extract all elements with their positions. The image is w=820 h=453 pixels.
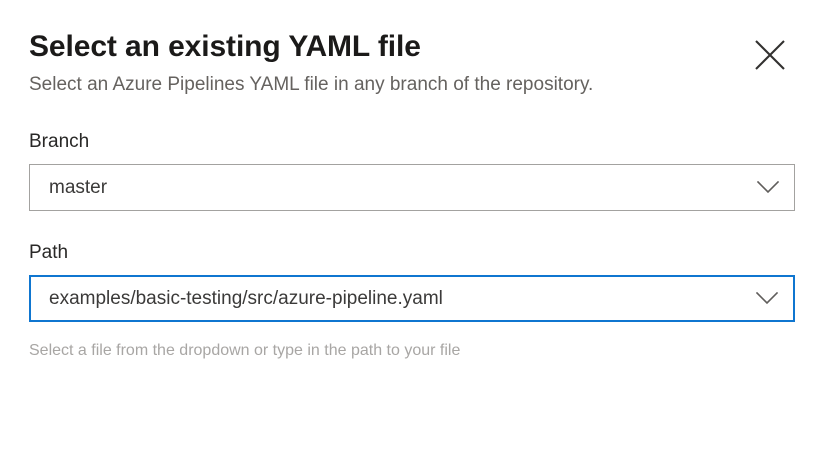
branch-input[interactable]: [30, 174, 742, 201]
page-title: Select an existing YAML file: [29, 30, 421, 63]
path-field-block: Path Select a file from the dropdown or …: [29, 240, 795, 362]
branch-chevron-button[interactable]: [742, 165, 794, 210]
chevron-down-icon: [756, 292, 778, 305]
path-chevron-button[interactable]: [741, 277, 793, 320]
chevron-down-icon: [757, 181, 779, 194]
panel-subtitle: Select an Azure Pipelines YAML file in a…: [29, 74, 594, 95]
path-helper-text: Select a file from the dropdown or type …: [29, 342, 461, 359]
path-dropdown[interactable]: [29, 275, 795, 322]
branch-field-block: Branch: [29, 129, 795, 211]
path-input[interactable]: [31, 285, 741, 312]
path-label: Path: [29, 242, 69, 263]
panel-header: Select an existing YAML file Select an A…: [29, 0, 791, 100]
branch-dropdown[interactable]: [29, 164, 795, 211]
form-body: Branch Path: [29, 100, 795, 362]
close-icon: [754, 39, 786, 71]
close-button[interactable]: [747, 32, 793, 78]
branch-label: Branch: [29, 131, 90, 152]
